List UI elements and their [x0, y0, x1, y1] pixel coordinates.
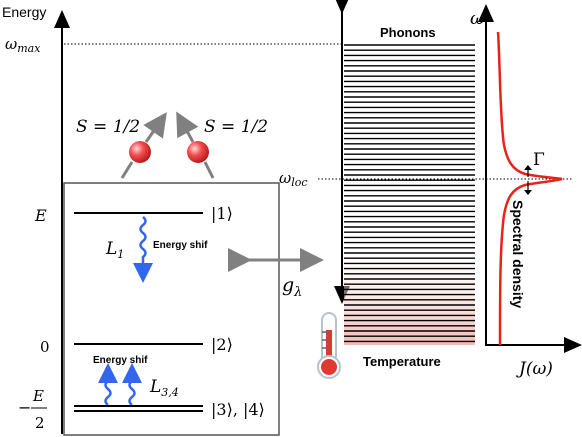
L1-text: Energy shif [153, 240, 208, 251]
level-E-label: E [34, 206, 47, 225]
spectral-density-label: Spectral density [510, 200, 526, 308]
L34-wavy-arrow-1 [98, 363, 118, 406]
omega-max-label: ωmax [5, 35, 41, 55]
spin-right [176, 111, 215, 179]
system-box [63, 182, 280, 436]
ket-2: |2⟩ [211, 335, 233, 354]
level-minus-half-label: − E 2 [18, 387, 47, 432]
phonons-label: Phonons [380, 25, 436, 40]
svg-text:−: − [18, 398, 31, 417]
phonon-band [344, 44, 475, 343]
spin-right-label: S = 1/2 [204, 117, 268, 137]
thermometer-icon [317, 312, 341, 379]
gamma-arrow-down [524, 190, 532, 195]
spectral-density-curve [496, 31, 563, 346]
omega-loc-label: ωloc [279, 169, 308, 189]
J-axis-label: J(ω) [516, 359, 553, 379]
svg-text:2: 2 [35, 414, 45, 432]
svg-text:E: E [32, 387, 44, 405]
coupling-label: gλ [282, 274, 302, 300]
L34-wavy-arrow-2 [122, 363, 142, 406]
ket-1: |1⟩ [211, 204, 233, 223]
gamma-label: Γ [533, 150, 545, 170]
L34-label: L3,4 [149, 377, 179, 399]
energy-axis-label: Energy [2, 4, 46, 20]
spin-left-label: S = 1/2 [76, 117, 140, 137]
omega-axis-label: ω [470, 8, 485, 29]
gamma-arrow-up [524, 165, 532, 170]
ket-34: |3⟩, |4⟩ [211, 400, 265, 419]
L1-wavy-arrow [133, 216, 153, 283]
temperature-label: Temperature [363, 354, 441, 369]
level-zero-label: 0 [40, 338, 50, 356]
L1-label: L1 [105, 239, 124, 261]
spin-left [120, 112, 167, 179]
L34-text: Energy shif [93, 355, 148, 366]
